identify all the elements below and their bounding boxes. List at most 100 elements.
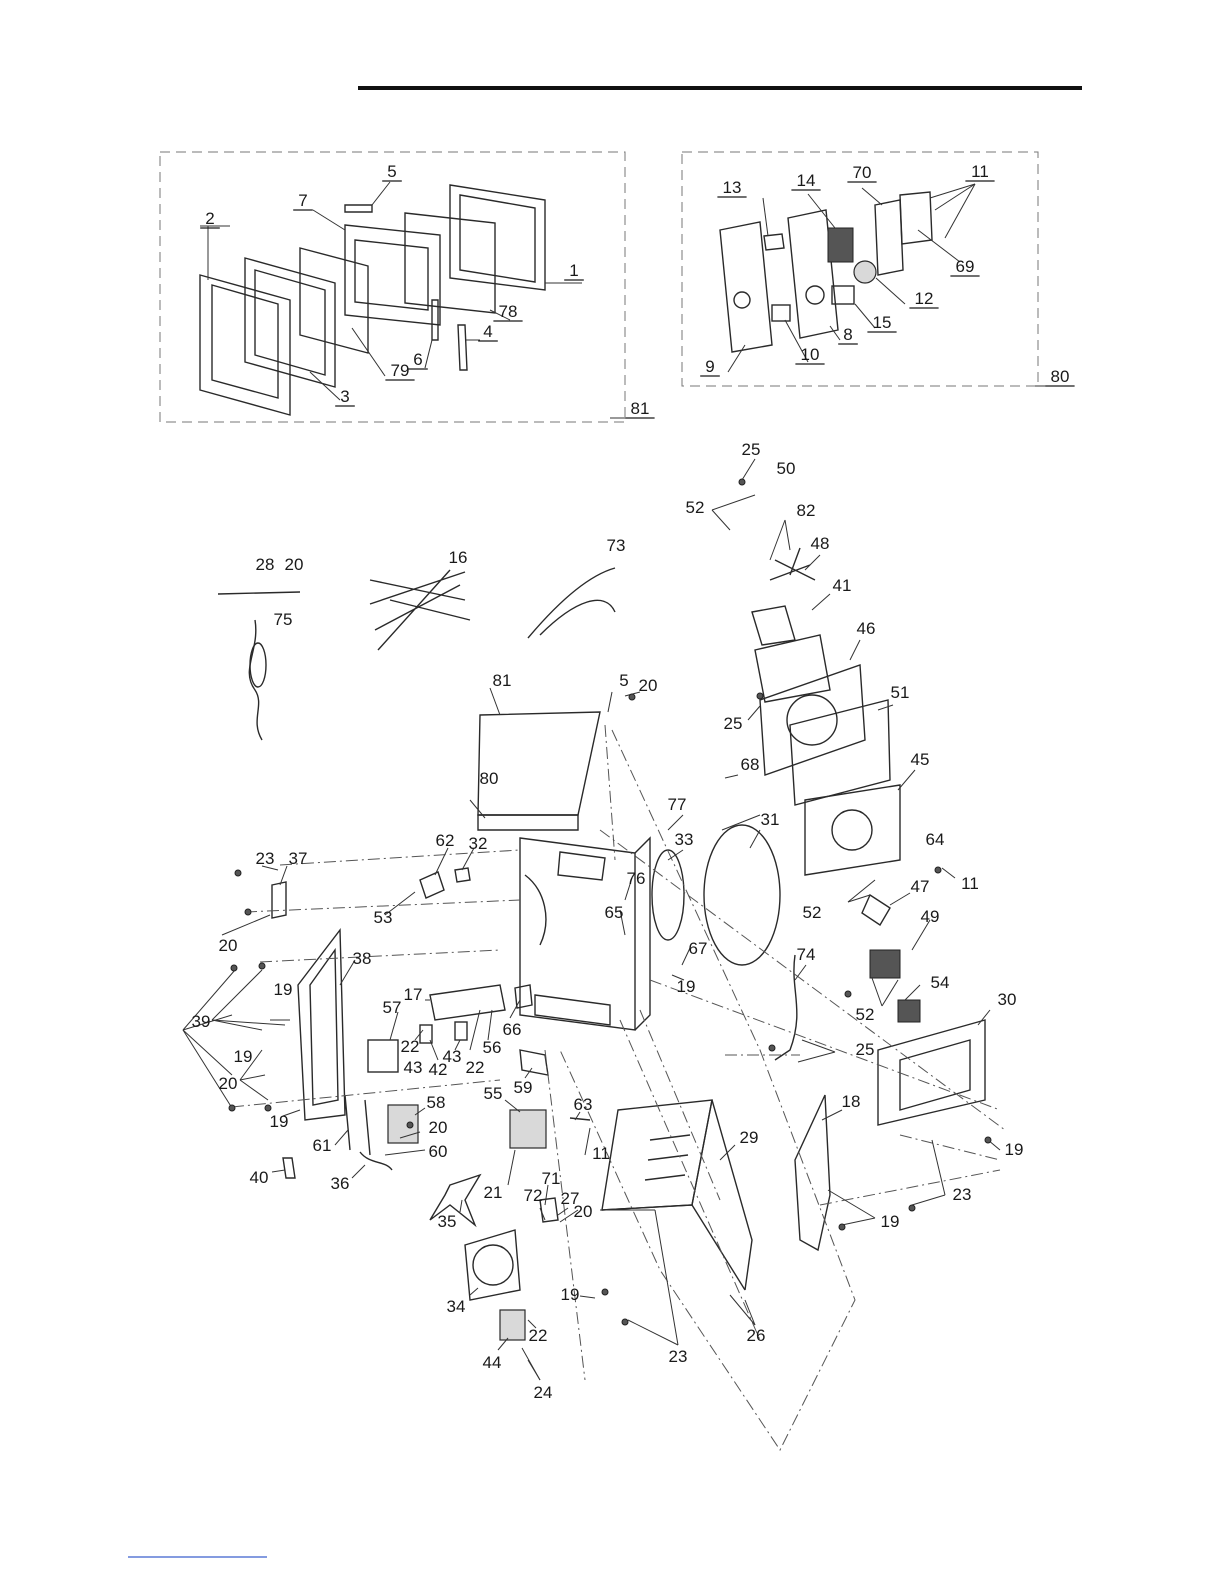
- part-label: 5: [387, 162, 396, 181]
- part-label: 20: [219, 936, 238, 955]
- part-label: 11: [961, 874, 979, 893]
- part-label: 26: [747, 1326, 766, 1345]
- part-label: 48: [811, 534, 830, 553]
- part-label: 20: [639, 676, 658, 695]
- control-panel-box: [681, 151, 1039, 387]
- part-label: 75: [274, 610, 293, 629]
- part-label: 59: [514, 1078, 533, 1097]
- part-label: 15: [873, 313, 892, 332]
- part-label: 19: [234, 1047, 253, 1066]
- part-label: 65: [605, 903, 624, 922]
- part-label: 72: [524, 1186, 543, 1205]
- part-label: 77: [668, 795, 687, 814]
- part-label: 60: [429, 1142, 448, 1161]
- part-label: 13: [723, 178, 742, 197]
- part-label: 34: [447, 1297, 466, 1316]
- assembly-guides: [231, 724, 1006, 1451]
- part-label: 2: [205, 209, 214, 228]
- leader-lines: [182, 181, 1072, 1381]
- part-label: 53: [374, 908, 393, 927]
- fan-assembly: [429, 1173, 559, 1341]
- part-label: 81: [631, 399, 650, 418]
- door-assembly-box: [159, 151, 626, 423]
- part-label: 11: [592, 1144, 610, 1163]
- part-label: 19: [1005, 1140, 1024, 1159]
- part-label: 52: [856, 1005, 875, 1024]
- part-label: 40: [250, 1168, 269, 1187]
- part-label: 20: [574, 1202, 593, 1221]
- part-label: 24: [534, 1383, 553, 1402]
- part-label: 32: [469, 834, 488, 853]
- part-label: 78: [499, 302, 518, 321]
- part-label: 22: [529, 1326, 548, 1345]
- part-label: 43: [404, 1058, 423, 1077]
- part-label: 64: [926, 830, 945, 849]
- part-label: 69: [956, 257, 975, 276]
- part-label: 19: [270, 1112, 289, 1131]
- part-label: 12: [915, 289, 934, 308]
- part-label: 36: [331, 1174, 350, 1193]
- part-label: 67: [689, 939, 708, 958]
- part-label: 19: [561, 1285, 580, 1304]
- part-label: 80: [480, 769, 499, 788]
- part-label: 19: [677, 977, 696, 996]
- part-label: 3: [340, 387, 349, 406]
- part-label: 42: [429, 1060, 448, 1079]
- part-label: 41: [833, 576, 852, 595]
- part-label: 63: [574, 1095, 593, 1114]
- part-label: 44: [483, 1353, 502, 1372]
- door-assembly: [199, 184, 546, 416]
- part-label: 54: [931, 973, 950, 992]
- part-label: 27: [561, 1189, 580, 1208]
- part-label: 52: [803, 903, 822, 922]
- part-label: 73: [607, 536, 626, 555]
- part-label: 58: [427, 1093, 446, 1112]
- part-label: 23: [953, 1185, 972, 1204]
- part-label: 23: [256, 849, 275, 868]
- front-frame: [271, 881, 346, 1179]
- fasteners: [228, 478, 992, 1326]
- part-label: 20: [285, 555, 304, 574]
- part-label: 37: [289, 849, 308, 868]
- drive-components: [774, 893, 921, 1061]
- part-label: 11: [971, 162, 989, 181]
- turntable-glass: [703, 824, 781, 966]
- part-label: 22: [401, 1037, 420, 1056]
- part-label: 20: [219, 1074, 238, 1093]
- part-label: 82: [797, 501, 816, 520]
- part-label: 38: [353, 949, 372, 968]
- part-label: 52: [686, 498, 705, 517]
- part-label: 22: [466, 1058, 485, 1077]
- part-label: 16: [449, 548, 468, 567]
- outer-case: [601, 1099, 753, 1291]
- part-label: 45: [911, 750, 930, 769]
- part-label: 35: [438, 1212, 457, 1231]
- base-plate: [877, 1019, 986, 1126]
- part-label: 10: [801, 345, 820, 364]
- rear-stack: [751, 547, 901, 876]
- part-label: 23: [669, 1347, 688, 1366]
- part-label: 5: [619, 671, 628, 690]
- side-plate: [794, 1094, 831, 1252]
- part-label: 14: [797, 171, 816, 190]
- control-panel-assembly: [719, 191, 933, 353]
- part-label: 66: [503, 1020, 522, 1039]
- part-label: 6: [413, 350, 422, 369]
- part-label: 71: [542, 1169, 561, 1188]
- part-label: 1: [569, 261, 578, 280]
- part-label: 49: [921, 907, 940, 926]
- part-label: 8: [843, 325, 852, 344]
- part-label: 19: [274, 980, 293, 999]
- part-label: 62: [436, 831, 455, 850]
- part-label: 80: [1051, 367, 1070, 386]
- part-label: 20: [429, 1118, 448, 1137]
- part-label: 25: [724, 714, 743, 733]
- roller-ring: [651, 849, 685, 941]
- part-label: 56: [483, 1038, 502, 1057]
- part-label: 74: [797, 945, 816, 964]
- part-label: 68: [741, 755, 760, 774]
- part-label: 50: [777, 459, 796, 478]
- part-label: 47: [911, 877, 930, 896]
- part-label: 30: [998, 990, 1017, 1009]
- part-label: 33: [675, 830, 694, 849]
